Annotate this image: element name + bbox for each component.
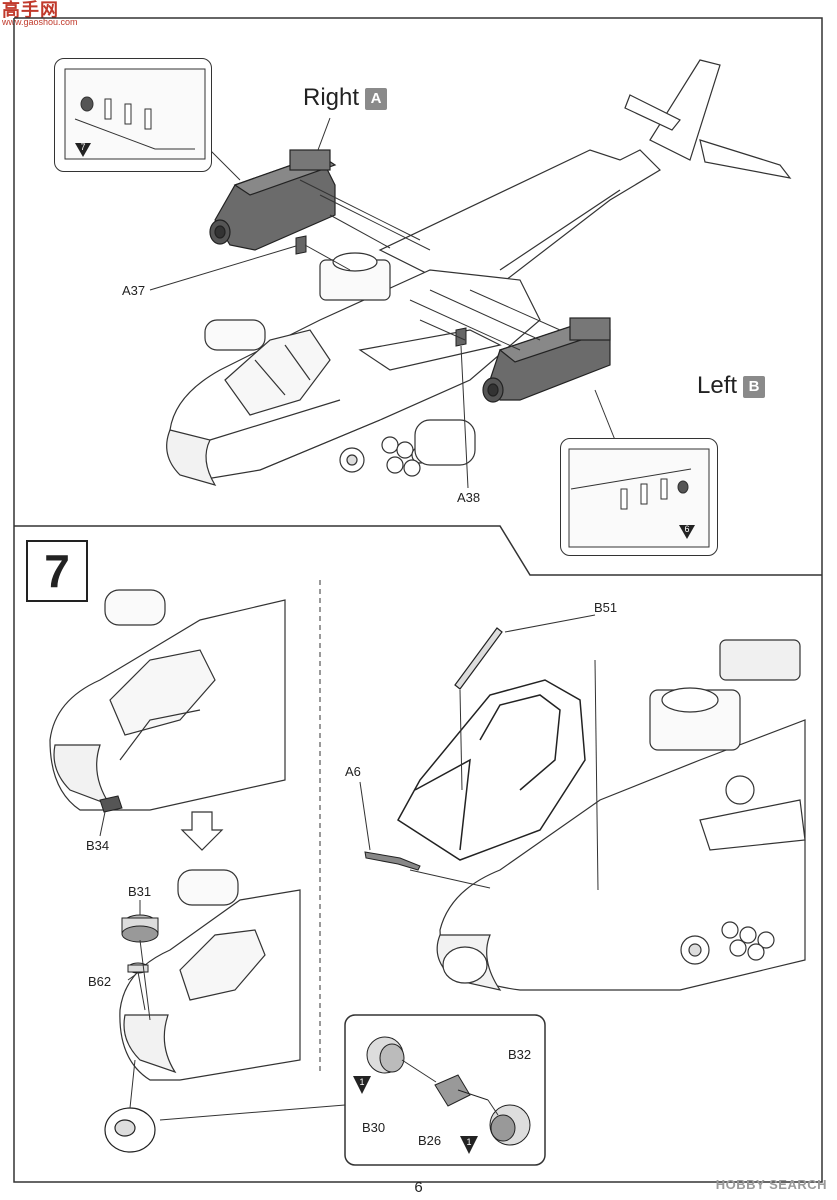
right-side-text: Right <box>303 84 360 111</box>
inset-right-detail: 7 <box>54 58 212 172</box>
nose-assembly-top <box>49 589 286 811</box>
down-arrow-icon <box>180 811 224 851</box>
hobby-search-watermark: HOBBY SEARCH <box>715 1177 827 1192</box>
canopy-glass <box>397 679 586 861</box>
right-side-badge: A <box>365 87 388 110</box>
left-side-text: Left <box>697 372 738 399</box>
part-label-b32: B32 <box>508 1047 532 1062</box>
nose-assembly-bottom <box>119 869 301 1081</box>
assembly-arrows-right <box>359 614 599 891</box>
part-label-a6: A6 <box>345 764 361 779</box>
part-label-b34: B34 <box>86 838 110 853</box>
part-label-b26: B26 <box>418 1133 442 1148</box>
marker-left-number: 1 <box>359 1077 365 1087</box>
inset-left-detail: 6 <box>560 438 718 556</box>
part-label-a37: A37 <box>122 283 146 298</box>
left-engine <box>482 317 611 403</box>
inset-left-step-number: 6 <box>684 524 690 534</box>
gun-turret-shape <box>104 1107 156 1153</box>
page-number: 6 <box>414 1179 423 1196</box>
page-frame <box>13 17 823 1183</box>
part-b26-shape <box>434 1074 489 1107</box>
detail-arrows <box>159 1059 499 1121</box>
part-a6-shape <box>364 851 421 871</box>
marker-right-number: 1 <box>466 1137 472 1147</box>
helicopter-upper <box>166 59 792 486</box>
part-label-b31: B31 <box>128 884 152 899</box>
part-label-b51: B51 <box>594 600 618 615</box>
step-number-box: 7 <box>26 540 88 602</box>
part-label-a38: A38 <box>457 490 481 505</box>
site-watermark: 高手网 www.gaoshou.com <box>2 0 78 27</box>
part-b32-shape <box>489 1104 531 1146</box>
part-a37-shape <box>295 235 307 255</box>
part-b30-shape <box>366 1036 405 1074</box>
part-a38-shape <box>455 327 467 347</box>
part-label-b30: B30 <box>362 1120 386 1135</box>
left-side-badge: B <box>743 375 766 398</box>
inset-right-step-number: 7 <box>80 142 86 152</box>
part-label-b62: B62 <box>88 974 112 989</box>
canopy-assembly <box>436 639 806 991</box>
part-b51-shape <box>454 627 503 690</box>
assembly-arrows-left <box>99 811 151 1109</box>
part-b62-shape <box>127 962 149 974</box>
assembly-arrows-upper <box>149 117 616 489</box>
right-engine <box>209 149 337 251</box>
part-b31-shape <box>121 914 159 943</box>
part-b34-shape <box>99 795 123 813</box>
